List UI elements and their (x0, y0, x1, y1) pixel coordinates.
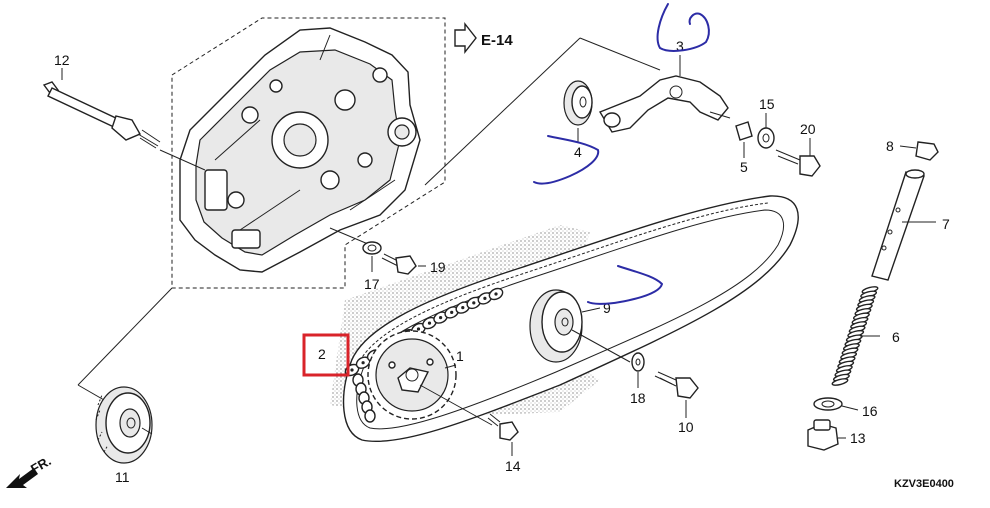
callout-8[interactable]: 8 (886, 138, 894, 154)
callout-5[interactable]: 5 (740, 159, 748, 175)
part-15-washer[interactable] (757, 113, 775, 149)
part-12-long-bolt[interactable] (42, 68, 206, 171)
part-6-spring[interactable] (831, 286, 880, 387)
part-19-bolt[interactable] (329, 227, 426, 275)
handwritten-annotations (533, 3, 710, 305)
part-10-bolt[interactable] (654, 371, 699, 418)
callout-20[interactable]: 20 (800, 121, 816, 137)
ink-mark-part-9 (587, 265, 663, 305)
callout-17[interactable]: 17 (364, 276, 380, 292)
callout-10[interactable]: 10 (678, 419, 694, 435)
section-reference[interactable]: E-14 (454, 21, 513, 55)
part-11-sprocket[interactable] (95, 386, 153, 464)
callout-19[interactable]: 19 (430, 259, 446, 275)
part-1-sprocket[interactable] (367, 330, 457, 420)
crankcase-outline (171, 17, 446, 289)
callout-14[interactable]: 14 (505, 458, 521, 474)
callout-12[interactable]: 12 (54, 52, 70, 68)
callout-6[interactable]: 6 (892, 329, 900, 345)
ink-mark-part-4 (533, 135, 600, 185)
part-4-sprocket[interactable] (563, 80, 593, 143)
callout-13[interactable]: 13 (850, 430, 866, 446)
chain-pin (483, 296, 487, 300)
highlight-box (302, 333, 350, 377)
callout-3[interactable]: 3 (676, 38, 684, 54)
callout-7[interactable]: 7 (942, 216, 950, 232)
part-13-sealing-bolt[interactable] (807, 419, 846, 451)
chain-pin (450, 310, 454, 314)
crankcase-half (179, 27, 421, 273)
callout-18[interactable]: 18 (630, 390, 646, 406)
chain-pin (461, 306, 465, 310)
callout-15[interactable]: 15 (759, 96, 775, 112)
callout-11[interactable]: 11 (115, 469, 130, 485)
ink-mark-part-3 (656, 3, 710, 52)
chain-pin (439, 316, 443, 320)
chain-pin (350, 368, 354, 372)
chain-pin (427, 321, 432, 325)
front-direction-arrow: FR. (6, 453, 54, 488)
reference-code: KZV3E0400 (894, 478, 954, 490)
part-9-tensioner-pulley[interactable] (529, 289, 631, 363)
part-5-collar[interactable] (735, 121, 753, 158)
part-18-washer[interactable] (631, 352, 645, 388)
callout-1[interactable]: 1 (456, 348, 464, 364)
chain-link (364, 409, 376, 423)
section-ref-label: E-14 (481, 32, 513, 49)
chain-pin (416, 327, 421, 331)
callout-16[interactable]: 16 (862, 403, 878, 419)
callout-9[interactable]: 9 (603, 300, 611, 316)
part-7-tensioner-rod[interactable] (871, 169, 936, 281)
part-16-washer[interactable] (813, 397, 859, 411)
chain-pin (494, 292, 498, 296)
chain-pin (361, 361, 365, 365)
chain-pin (472, 301, 476, 305)
callout-4[interactable]: 4 (574, 144, 582, 160)
part-8-bolt[interactable] (899, 141, 939, 161)
part-17-washer[interactable] (362, 241, 382, 272)
part-3-bracket[interactable] (598, 55, 731, 133)
callout-2[interactable]: 2 (318, 346, 326, 362)
spring-coil (831, 378, 849, 386)
part-14-bolt[interactable] (419, 384, 519, 456)
callouts: 1 2 3 4 5 6 7 8 9 10 11 12 13 14 15 16 1… (54, 38, 950, 485)
part-20-bolt[interactable] (775, 138, 821, 177)
